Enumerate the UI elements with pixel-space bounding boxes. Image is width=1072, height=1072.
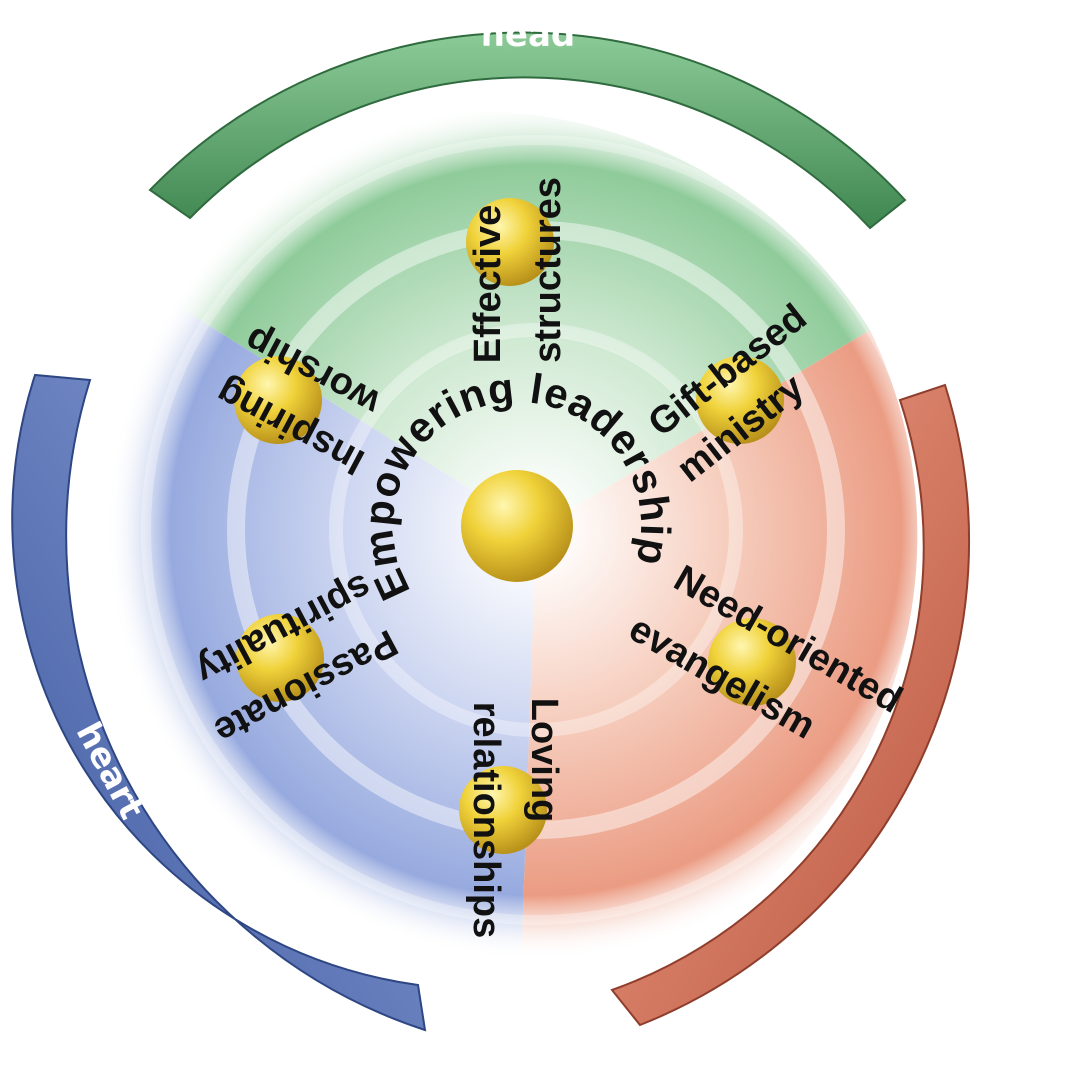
effective-structures-line2: structures xyxy=(527,177,569,363)
ball-need-oriented-evangelism xyxy=(708,618,796,706)
head-label: head xyxy=(481,15,576,55)
ball-inspiring-worship xyxy=(234,356,322,444)
head-arc: head xyxy=(148,15,907,230)
ball-effective-structures xyxy=(466,198,554,286)
quality-effective-structures: Effective structures xyxy=(467,177,569,363)
ball-gift-based-ministry xyxy=(696,356,784,444)
swirl-ring xyxy=(329,323,743,737)
ball-passionate-spirituality xyxy=(236,614,324,702)
green-zone xyxy=(120,110,870,530)
quality-balls xyxy=(234,198,796,854)
loving-relationships-line2: relationships xyxy=(465,702,507,939)
effective-structures-line1: Effective xyxy=(467,205,509,363)
ball-center xyxy=(461,470,573,582)
ball-loving-relationships xyxy=(459,766,547,854)
quality-loving-relationships: Loving relationships xyxy=(465,698,565,939)
loving-relationships-line1: Loving xyxy=(523,698,565,823)
